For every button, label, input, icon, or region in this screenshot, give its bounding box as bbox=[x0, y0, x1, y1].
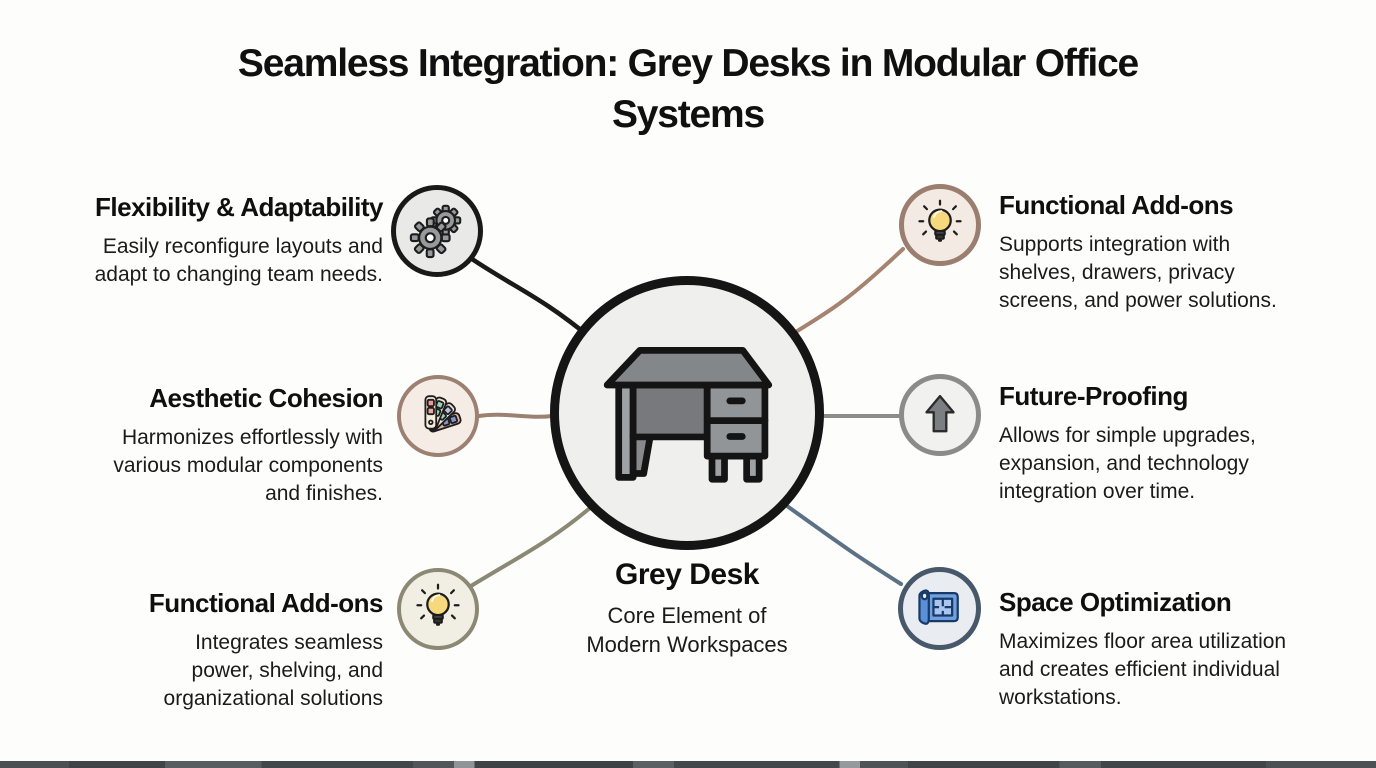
node-functional-addons-left: Functional Add-ons Integrates seamless p… bbox=[25, 588, 384, 713]
node-space-optimization: Space Optimization Maximizes floor area … bbox=[999, 587, 1349, 712]
node-description: Integrates seamless power, shelving, and… bbox=[163, 631, 383, 710]
space-optimization-icon-circle bbox=[898, 567, 981, 650]
node-title: Space Optimization bbox=[999, 587, 1232, 617]
node-future-proofing: Future-Proofing Allows for simple upgrad… bbox=[999, 381, 1349, 506]
node-description: Harmonizes effortlessly with various mod… bbox=[113, 426, 383, 505]
connector-space-optimization bbox=[785, 504, 903, 586]
node-aesthetic-cohesion: Aesthetic Cohesion Harmonizes effortless… bbox=[25, 383, 383, 508]
node-functional-addons-right: Functional Add-ons Supports integration … bbox=[999, 190, 1349, 315]
center-hub-circle bbox=[550, 276, 824, 550]
gears-icon bbox=[409, 204, 462, 259]
node-description: Supports integration with shelves, drawe… bbox=[999, 233, 1277, 312]
connector-functional-left bbox=[469, 506, 592, 588]
center-subheading: Core Element of Modern Workspaces bbox=[586, 603, 788, 657]
lightbulb-icon bbox=[416, 583, 460, 626]
functional-left-icon-circle bbox=[397, 568, 479, 650]
center-label: Grey Desk Core Element of Modern Workspa… bbox=[537, 558, 837, 659]
node-description: Easily reconfigure layouts and adapt to … bbox=[94, 235, 383, 286]
connector-functional-right bbox=[784, 247, 905, 340]
color-palette-icon bbox=[424, 395, 462, 433]
node-title: Flexibility & Adaptability bbox=[95, 192, 383, 222]
future-proofing-icon-circle bbox=[899, 374, 981, 456]
arrow-up-icon bbox=[925, 394, 955, 433]
connector-flexibility bbox=[466, 254, 595, 342]
blueprint-icon bbox=[917, 588, 959, 625]
node-title: Functional Add-ons bbox=[148, 588, 384, 618]
node-flexibility-adaptability: Flexibility & Adaptability Easily reconf… bbox=[25, 192, 384, 289]
connector-aesthetic bbox=[477, 412, 554, 419]
aesthetic-icon-circle bbox=[397, 375, 479, 457]
bottom-edge-artifact bbox=[0, 761, 1376, 768]
node-title: Future-Proofing bbox=[999, 381, 1188, 411]
node-description: Maximizes floor area utilization and cre… bbox=[999, 630, 1287, 709]
node-description: Allows for simple upgrades, expansion, a… bbox=[999, 424, 1256, 503]
functional-right-icon-circle bbox=[899, 184, 981, 266]
page-title: Seamless Integration: Grey Desks in Modu… bbox=[237, 42, 1139, 136]
node-title: Functional Add-ons bbox=[999, 190, 1234, 220]
grey-desk-icon bbox=[603, 346, 773, 483]
center-heading: Grey Desk bbox=[615, 558, 759, 591]
node-title: Aesthetic Cohesion bbox=[149, 383, 383, 413]
lightbulb-icon bbox=[918, 199, 962, 242]
flexibility-icon-circle bbox=[391, 185, 483, 277]
